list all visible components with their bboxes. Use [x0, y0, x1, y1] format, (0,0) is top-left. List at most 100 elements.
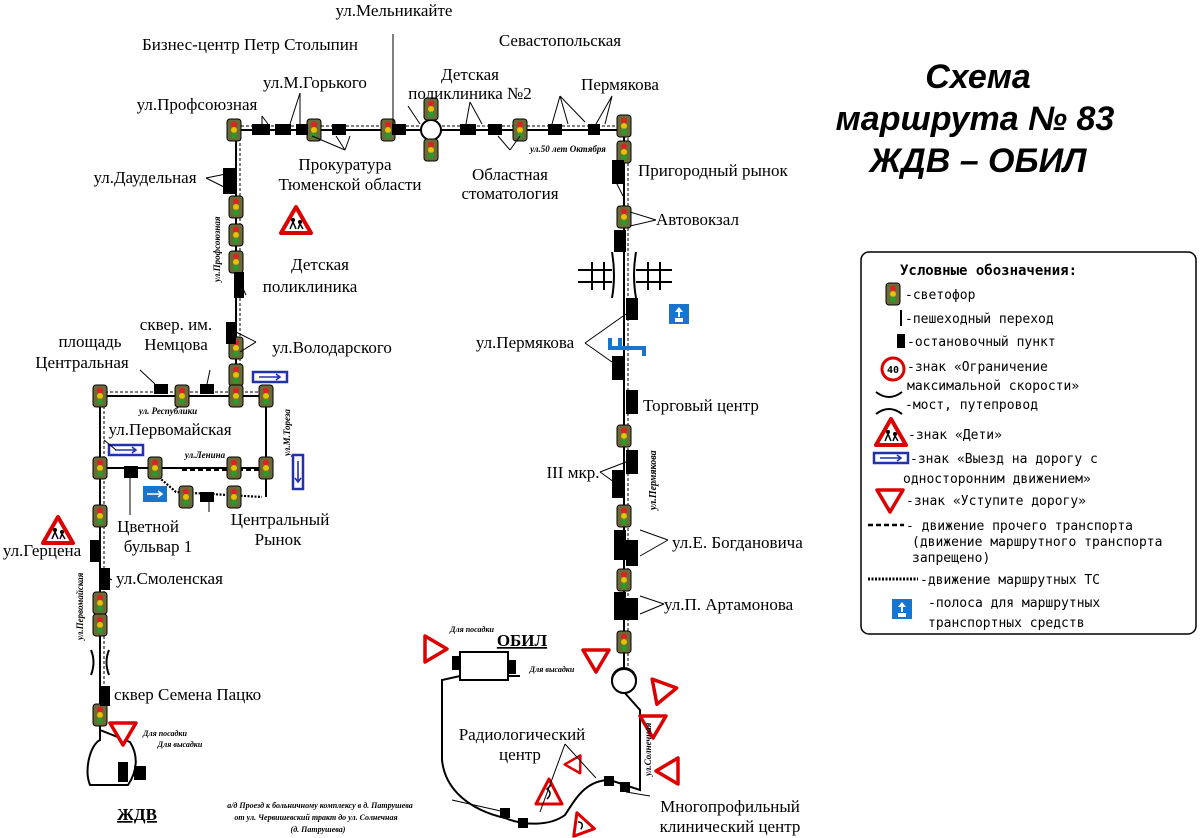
label-proezd-3: (д. Патрушева): [291, 825, 346, 834]
stop-marker: [626, 540, 638, 566]
label-toreza: ул.М.Тореза: [282, 409, 292, 457]
label-profsoyuznaya-vertical: ул.Профсоюзная: [212, 216, 222, 283]
stop-marker: [588, 124, 600, 135]
stop-marker: [488, 124, 502, 135]
label-mnogoprof-1: Многопрофильный: [660, 797, 800, 816]
stop-marker: [200, 384, 214, 394]
label-mnogoprof-2: клинический центр: [660, 817, 801, 836]
traffic-light-icon: [92, 504, 108, 528]
label-tsvetnoy-2: бульвар 1: [124, 537, 193, 556]
label-patsko: сквер Семена Пацко: [114, 685, 261, 704]
label-sq-central-2: Центральная: [35, 353, 129, 372]
legend-crosswalk: -пешеходный переход: [905, 312, 1054, 327]
label-ul50: ул.50 лет Октября: [529, 144, 606, 154]
stop-marker: [612, 470, 624, 498]
label-artamonova: ул.П. Артамонова: [664, 595, 794, 614]
children-sign-icon: [279, 205, 313, 235]
label-pervomayskaya-vertical: ул.Первомайская: [75, 572, 85, 641]
stop-marker: [332, 124, 346, 135]
stop-marker: [612, 160, 624, 184]
traffic-light-icon: [228, 384, 244, 408]
label-respubliki: ул. Республики: [138, 406, 197, 416]
traffic-light-icon: [306, 118, 322, 142]
legend-bus-lane-2: транспортных средств: [928, 616, 1085, 631]
obil-building: [459, 651, 509, 681]
stops: [90, 124, 638, 828]
label-smolenskaya: ул.Смоленская: [116, 569, 223, 588]
title-line-2: маршрута № 83: [836, 100, 1115, 138]
title-line-3: ЖДВ – ОБИЛ: [868, 142, 1087, 180]
label-sq-central-1: площадь: [58, 332, 121, 351]
stop-marker: [452, 656, 462, 670]
label-prokuratura-1: Прокуратура: [298, 155, 392, 174]
traffic-light-icon: [616, 140, 632, 164]
traffic-light-icon: [92, 384, 108, 408]
legend-yield: -знак «Уступите дорогу»: [906, 494, 1086, 509]
label-gorkogo: ул.М.Горького: [263, 73, 367, 92]
stop-marker: [90, 540, 100, 562]
oneway-sign-icon: [251, 370, 289, 384]
curve-sign-icon: [572, 811, 596, 838]
bridge-icon: [875, 391, 903, 415]
stop-marker: [626, 298, 638, 320]
traffic-light-icon: [616, 504, 632, 528]
traffic-light-icon: [616, 205, 632, 229]
legend-oneway-1: -знак «Выезд на дорогу с: [910, 452, 1098, 467]
speed-limit-icon: 40: [880, 356, 906, 382]
label-radiolog-1: Радиологический: [459, 725, 586, 744]
stop-marker: [626, 598, 638, 620]
stop-marker: [154, 384, 168, 394]
traffic-light-icon: [174, 384, 190, 408]
stop-marker: [620, 782, 630, 792]
yield-sign-icon: [108, 721, 138, 747]
stop-marker: [612, 356, 624, 380]
label-oblast-stomat-2: стоматология: [461, 184, 558, 203]
legend-speed-limit-1: -знак «Ограничение: [907, 360, 1048, 375]
label-leaders: [103, 34, 669, 813]
label-dlya-vysadki: Для высадки: [529, 665, 575, 674]
traffic-light-icon: [512, 118, 528, 142]
stop-marker: [100, 686, 110, 706]
traffic-light-icon: [616, 114, 632, 138]
stop-marker: [518, 818, 528, 828]
stop-marker: [234, 272, 244, 298]
label-det-poliklinika2-1: Детская: [441, 65, 499, 84]
stop-marker: [296, 124, 308, 135]
stop-marker: [614, 530, 626, 560]
label-proezd-2: от ул. Червишевский тракт до ул. Солнечн…: [234, 813, 397, 822]
stop-marker: [614, 230, 626, 252]
traffic-light-icon: [228, 195, 244, 219]
map-labels: ул.Мельникайте Бизнес-центр Петр Столыпи…: [3, 1, 803, 836]
label-lenina: ул.Ленина: [184, 450, 226, 460]
label-sevastopolskaya: Севастопольская: [499, 31, 621, 50]
curve-sign-icon: [534, 777, 564, 806]
label-permyakova-vertical: ул.Пермякова: [648, 450, 659, 511]
stop-marker: [226, 322, 236, 344]
bus-lane-sign-icon: [892, 599, 912, 619]
stop-marker: [118, 762, 128, 782]
traffic-light-icon: [226, 118, 242, 142]
label-det-poliklinika-1: Детская: [291, 255, 349, 274]
traffic-light-icon: [228, 250, 244, 274]
legend-children: -знак «Дети»: [908, 428, 1002, 443]
title-line-1: Схема: [925, 58, 1031, 96]
label-det-poliklinika-2: поликлиника: [263, 277, 358, 296]
label-avtovokzal: Автовокзал: [656, 210, 739, 229]
yield-sign-icon: [581, 648, 611, 674]
stop-marker: [392, 124, 406, 135]
legend-heading: Условные обозначения:: [900, 263, 1077, 279]
traffic-light-icon: [92, 613, 108, 637]
traffic-light-icon: [228, 363, 244, 387]
label-torgovy: Торговый центр: [643, 396, 759, 415]
label-prokuratura-2: Тюменской области: [278, 175, 421, 194]
stop-marker: [124, 466, 138, 478]
label-bogdanovicha: ул.Е. Богдановича: [672, 533, 803, 552]
label-stolypin: Бизнес-центр Петр Столыпин: [142, 35, 358, 54]
children-sign-icon: [41, 515, 75, 545]
label-solnechnaya: ул.Солнечная: [643, 722, 653, 777]
stop-marker: [548, 124, 562, 135]
label-profsoyuznaya: ул.Профсоюзная: [137, 95, 258, 114]
label-dlya-posadki-2: Для посадки: [142, 729, 188, 738]
stop-marker: [604, 776, 614, 786]
